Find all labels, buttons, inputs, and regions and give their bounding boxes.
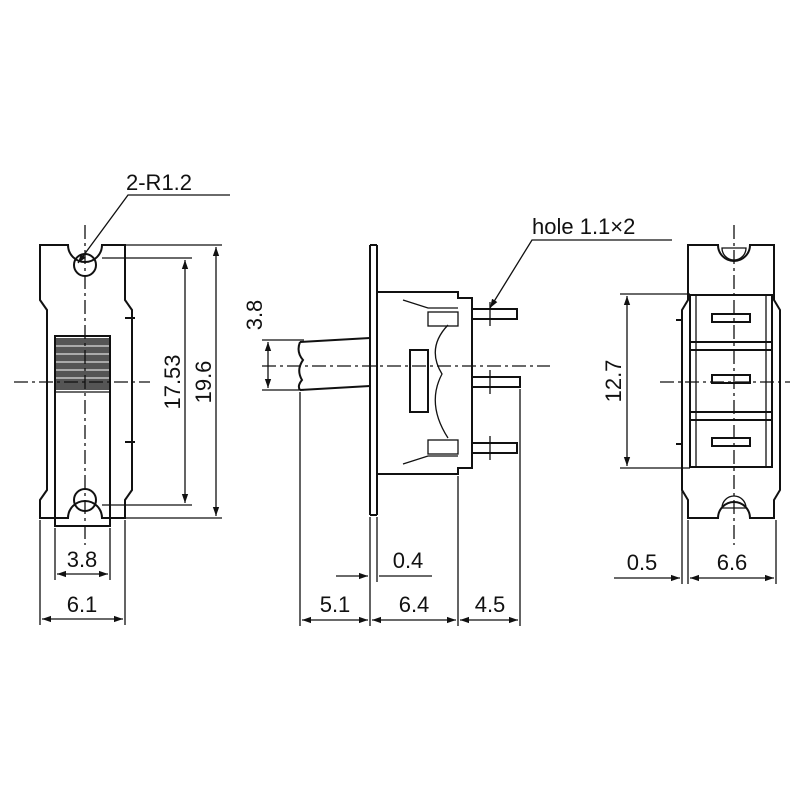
dim-3-8-bottom: 3.8 (67, 547, 98, 572)
dim-6-1: 6.1 (67, 592, 98, 617)
dim-17-53: 17.53 (160, 354, 185, 409)
dim-5-1: 5.1 (320, 592, 351, 617)
back-view (614, 225, 790, 584)
front-view (14, 194, 230, 625)
dim-3-8-side: 3.8 (242, 300, 267, 331)
dim-12-7: 12.7 (601, 360, 626, 403)
dim-19-6: 19.6 (191, 361, 216, 404)
dim-6-6: 6.6 (717, 550, 748, 575)
slider-knob-hatch (56, 338, 109, 390)
dim-0-4: 0.4 (393, 548, 424, 573)
dim-4-5: 4.5 (475, 592, 506, 617)
dim-0-5: 0.5 (627, 550, 658, 575)
hole-label: hole 1.1×2 (532, 214, 635, 239)
radius-label: 2-R1.2 (126, 170, 192, 195)
side-view (262, 239, 672, 626)
dim-6-4: 6.4 (399, 592, 430, 617)
